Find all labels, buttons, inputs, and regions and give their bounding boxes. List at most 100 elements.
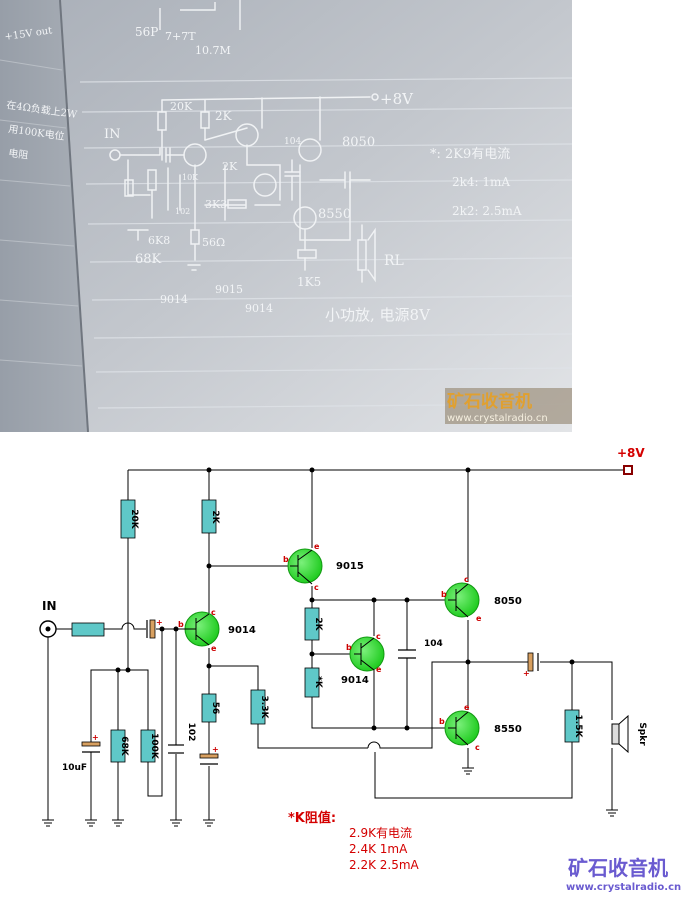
cap-plus-sign: + — [156, 618, 163, 627]
cap-plus-sign: + — [92, 733, 99, 742]
photo-input-label: IN — [104, 127, 121, 142]
supply-label: +8V — [617, 446, 645, 460]
cap-plus-sign: + — [523, 669, 530, 678]
resistor-68k — [110, 729, 126, 763]
photo-supply-label: +8V — [380, 90, 414, 108]
input-resistor — [71, 622, 105, 637]
cap-label-102: 102 — [186, 723, 196, 742]
transistor-q3 — [349, 636, 385, 672]
speaker-icon — [611, 714, 629, 754]
photo-label-rl: RL — [384, 253, 404, 269]
transistor-label: 8050 — [494, 596, 522, 607]
resistor-label: *K — [313, 676, 323, 689]
supply-terminal — [623, 465, 633, 475]
resistor-label: 100K — [149, 733, 159, 760]
resistors — [71, 499, 580, 763]
resistor-star-k — [304, 667, 320, 698]
svg-text:e: e — [476, 614, 482, 623]
photo-label-8050: 8050 — [342, 135, 375, 150]
resistor-56 — [201, 693, 217, 723]
transistor-label: 9014 — [228, 625, 256, 636]
photo-note-line: *: 2K9有电流 — [430, 147, 510, 162]
photo-label-8550: 8550 — [318, 207, 351, 222]
resistor-label: 2K — [210, 510, 220, 524]
photo-scribble: 10.7M — [195, 44, 231, 57]
transistor-q5 — [444, 710, 480, 746]
photo-watermark-logo: 矿石收音机 — [447, 391, 532, 412]
watermark-logo: 矿石收音机 — [568, 856, 668, 880]
cap-plus-sign: + — [212, 745, 219, 754]
photo-label-9014: 9014 — [160, 293, 188, 306]
resistor-label: 56 — [210, 702, 220, 715]
svg-text:e: e — [376, 665, 382, 674]
photo-label-102: 102 — [175, 207, 190, 216]
photo-label-56: 56Ω — [202, 236, 225, 249]
photo-note-line: 2k2: 2.5mA — [452, 204, 522, 218]
photo-watermark-url: www.crystalradio.cn — [447, 413, 548, 424]
speaker-label: Spkr — [637, 722, 647, 746]
watermark-url: www.crystalradio.cn — [566, 882, 681, 893]
resistor-label: 68K — [119, 736, 129, 757]
transistor-label: 9015 — [336, 561, 364, 572]
resistor-label: 1.5K — [573, 715, 583, 739]
transistor-q4 — [444, 582, 480, 618]
note-line: 2.2K 2.5mA — [349, 858, 420, 872]
resistor-3k3 — [250, 689, 266, 725]
svg-text:e: e — [211, 644, 217, 653]
pin-labels: b c e b e c b c e b c e b e c — [178, 542, 482, 752]
transistor-q2 — [287, 548, 323, 585]
photo-label-104: 104 — [284, 137, 301, 147]
resistor-2k-feedback — [304, 607, 320, 641]
photo-note-line: 2k4: 1mA — [452, 175, 510, 189]
photo-side-note: 电阻 — [8, 146, 30, 162]
schematic-junctions — [115, 467, 575, 731]
resistor-2k-collector — [201, 499, 217, 534]
svg-text:e: e — [314, 542, 320, 551]
note-line: 2.9K有电流 — [349, 826, 412, 840]
svg-text:b: b — [346, 643, 352, 652]
svg-text:b: b — [439, 717, 445, 726]
svg-text:c: c — [211, 608, 216, 617]
resistor-20k — [120, 499, 136, 539]
svg-text:b: b — [283, 555, 289, 564]
note-title: *K阻值: — [288, 810, 336, 826]
photo-label-1k5: 1K5 — [297, 275, 321, 289]
svg-text:c: c — [475, 743, 480, 752]
photo-label-3k3: 3K3 — [205, 198, 227, 211]
capacitors — [81, 619, 539, 765]
svg-text:b: b — [178, 620, 184, 629]
photo-label-68k: 68K — [135, 252, 162, 267]
transistor-label: 8550 — [494, 724, 522, 735]
transistor-q1 — [184, 611, 220, 647]
photo-label-2k: 2K — [222, 160, 238, 173]
photo-scribble: 7+7T — [165, 30, 196, 43]
resistor-1k5 — [564, 709, 580, 743]
photo-label-6k8: 6K8 — [148, 234, 170, 247]
transistor-label: 9014 — [341, 675, 369, 686]
svg-text:c: c — [314, 583, 319, 592]
resistor-label: 3.3K — [259, 696, 269, 720]
photo-label-9015: 9015 — [215, 283, 243, 296]
photo-scribble: 56P — [135, 25, 158, 39]
cap-label-104: 104 — [424, 639, 443, 649]
notebook-photo: 56P 7+7T 10.7M +15V out 在4Ω负载上2W 用100K电位… — [0, 0, 572, 432]
photo-label-2k: 2K — [215, 109, 233, 123]
resistor-label: 2K — [313, 617, 323, 631]
svg-text:e: e — [464, 703, 470, 712]
svg-text:c: c — [376, 632, 381, 641]
photo-label-9014: 9014 — [245, 302, 273, 315]
resistor-100k — [140, 729, 156, 763]
ground-icons — [42, 767, 618, 827]
resistor-label: 20K — [129, 509, 139, 530]
input-label: IN — [42, 599, 57, 613]
photo-watermark-box — [445, 388, 572, 424]
photo-label-10k: 10K — [182, 173, 199, 182]
cap-label-10uf: 10uF — [62, 763, 87, 773]
amplifier-schematic: +8V IN 20K 2K 2K *K 56 3.3K 68K 100K 1.5… — [39, 446, 681, 893]
notebook-photo-drawing: 56P 7+7T 10.7M +15V out 在4Ω负载上2W 用100K电位… — [0, 0, 572, 432]
svg-text:b: b — [441, 590, 447, 599]
photo-label-20k: 20K — [170, 100, 193, 113]
note-line: 2.4K 1mA — [349, 842, 408, 856]
svg-text:c: c — [464, 575, 469, 584]
photo-caption: 小功放, 电源8V — [325, 306, 431, 324]
